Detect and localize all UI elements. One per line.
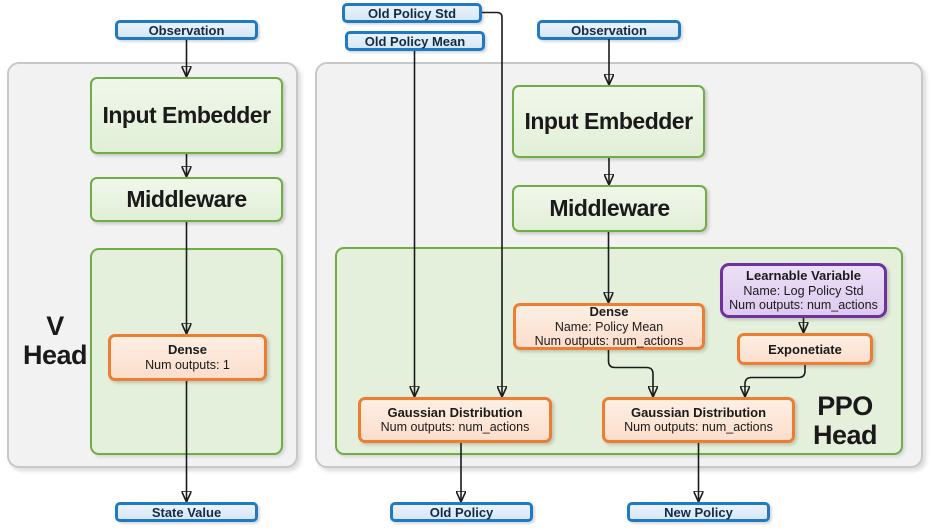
- observation-box-right: Observation: [537, 20, 681, 40]
- state-value-box: State Value: [115, 502, 258, 522]
- dense-box-v: Dense Num outputs: 1: [108, 334, 267, 381]
- learnable-variable-title: Learnable Variable: [746, 268, 861, 284]
- ppo-head-label: PPO Head: [800, 391, 890, 451]
- gaussian-old-title: Gaussian Distribution: [387, 404, 523, 420]
- dense-pm-name: Name: Policy Mean: [554, 319, 664, 334]
- learnable-variable-name: Name: Log Policy Std: [743, 283, 864, 298]
- input-embedder-box-left: Input Embedder: [90, 77, 283, 154]
- dense-pm-title: Dense: [589, 304, 629, 320]
- gaussian-distribution-old-box: Gaussian Distribution Num outputs: num_a…: [358, 397, 552, 443]
- v-head-label-line1: V: [46, 311, 64, 341]
- dense-v-outputs: Num outputs: 1: [145, 357, 230, 372]
- gaussian-new-title: Gaussian Distribution: [630, 404, 767, 420]
- learnable-variable-box: Learnable Variable Name: Log Policy Std …: [720, 263, 887, 318]
- ppo-head-label-line1: PPO: [817, 391, 873, 421]
- input-embedder-box-right: Input Embedder: [512, 85, 705, 158]
- exponetiate-label: Exponetiate: [768, 341, 842, 357]
- v-head-label-line2: Head: [22, 340, 88, 371]
- old-policy-std-box: Old Policy Std: [342, 3, 482, 23]
- new-policy-box: New Policy: [627, 502, 770, 522]
- dense-pm-outputs: Num outputs: num_actions: [534, 333, 684, 348]
- middleware-box-right: Middleware: [512, 185, 707, 232]
- gaussian-new-outputs: Num outputs: num_actions: [624, 420, 773, 435]
- ppo-head-label-line2: Head: [812, 420, 878, 451]
- old-policy-mean-box: Old Policy Mean: [345, 31, 485, 51]
- gaussian-old-outputs: Num outputs: num_actions: [380, 420, 530, 435]
- middleware-box-left: Middleware: [90, 177, 283, 222]
- observation-box-left: Observation: [115, 20, 258, 40]
- gaussian-distribution-new-box: Gaussian Distribution Num outputs: num_a…: [602, 397, 795, 443]
- learnable-variable-outputs: Num outputs: num_actions: [729, 297, 878, 312]
- dense-policy-mean-box: Dense Name: Policy Mean Num outputs: num…: [513, 303, 705, 350]
- old-policy-box: Old Policy: [390, 502, 533, 522]
- dense-v-title: Dense: [167, 342, 208, 358]
- v-head-label: V Head: [15, 311, 95, 371]
- exponetiate-box: Exponetiate: [737, 333, 873, 365]
